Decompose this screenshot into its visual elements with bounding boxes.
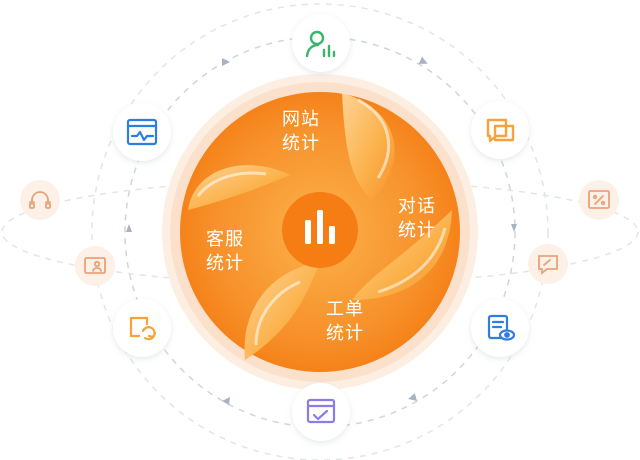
label-dialog-line2: 统计 (398, 220, 436, 241)
outer-node-chat-edit[interactable] (528, 244, 568, 284)
petal-highlight-bottom (254, 280, 301, 346)
arrow-top-right (418, 56, 428, 64)
arrow-right (511, 224, 517, 232)
label-site-stats: 网站 统计 (266, 108, 336, 156)
chat-window-icon (486, 118, 515, 143)
label-site-line2: 统计 (282, 133, 320, 154)
arrow-bottom-left (222, 397, 230, 405)
orbit-node-browser-check[interactable] (292, 383, 350, 441)
label-agent-line2: 统计 (206, 253, 244, 274)
arrow-bottom-right (408, 393, 417, 401)
label-agent-line1: 客服 (206, 229, 244, 250)
browser-check-icon (306, 398, 336, 424)
orbit-node-chat-window[interactable] (471, 101, 529, 159)
label-site-line1: 网站 (282, 109, 320, 130)
orbit-node-waveform-window[interactable] (113, 103, 171, 161)
headset-icon (29, 191, 51, 209)
petal-highlight-left (196, 171, 267, 197)
arrow-top-left (222, 58, 230, 66)
arrow-left (126, 224, 132, 232)
label-dialog-line1: 对话 (398, 196, 436, 217)
outer-node-headset[interactable] (20, 180, 60, 220)
document-view-icon (487, 314, 516, 341)
bar-chart-icon (305, 210, 335, 244)
refresh-window-icon (129, 316, 157, 341)
swirl-petals (188, 93, 452, 360)
user-stats-icon (305, 30, 336, 58)
petal-highlight-right (377, 227, 447, 294)
label-agent-stats: 客服 统计 (190, 228, 260, 276)
label-ticket-line1: 工单 (326, 299, 364, 320)
outer-orbit (91, 3, 549, 460)
label-dialog-stats: 对话 统计 (382, 195, 452, 243)
petal-bottom (244, 262, 320, 360)
petal-highlight-top (357, 98, 391, 179)
orbit-node-refresh-window[interactable] (113, 299, 171, 357)
label-ticket-stats: 工单 统计 (310, 298, 380, 346)
chat-edit-icon (538, 255, 558, 275)
id-card-icon (84, 257, 106, 274)
label-ticket-line2: 统计 (326, 323, 364, 344)
orbit-arrows (126, 56, 517, 405)
petal-right (352, 210, 452, 300)
main-orbit (124, 36, 516, 428)
petal-left (188, 165, 290, 210)
waveform-window-icon (126, 118, 158, 146)
percent-window-icon (588, 190, 610, 209)
